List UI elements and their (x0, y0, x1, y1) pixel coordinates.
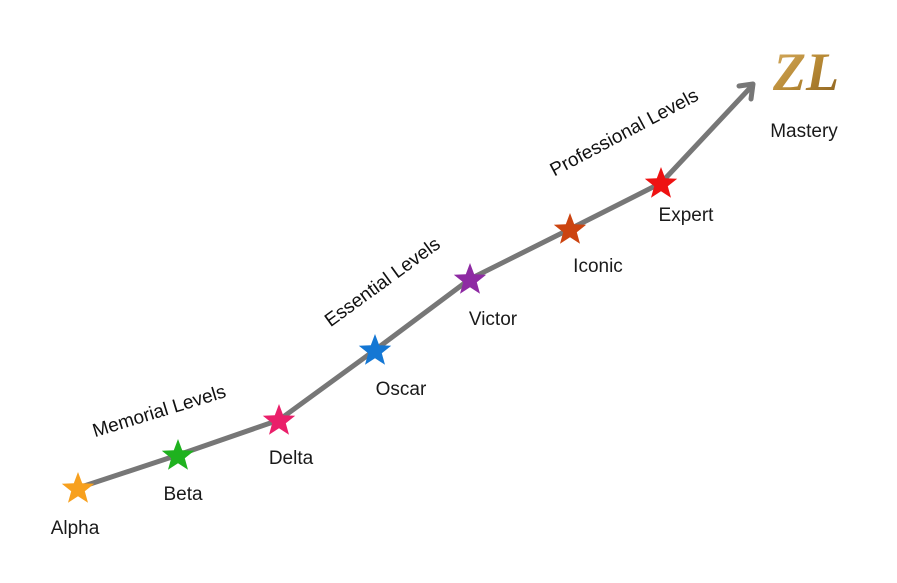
logo-text: ZL (772, 42, 839, 102)
star-icon-victor (453, 263, 487, 294)
star-icon-alpha (61, 472, 95, 503)
progression-path (75, 85, 753, 491)
star-icon-delta (262, 404, 296, 435)
level-label-alpha: Alpha (51, 518, 100, 539)
star-icon-oscar (358, 334, 392, 365)
star-icon-expert (644, 167, 678, 198)
star-icon-beta (161, 439, 195, 470)
group-label-essential: Essential Levels (321, 234, 444, 332)
arrow-head-icon (736, 81, 756, 102)
group-label-memorial: Memorial Levels (90, 381, 228, 442)
level-label-oscar: Oscar (376, 379, 427, 400)
level-label-victor: Victor (469, 309, 518, 330)
level-label-beta: Beta (163, 484, 203, 505)
zl-logo-icon: ZL (772, 42, 839, 102)
mastery-label: Mastery (770, 121, 838, 142)
level-label-iconic: Iconic (573, 256, 623, 277)
level-label-delta: Delta (269, 448, 314, 469)
level-label-expert: Expert (659, 205, 715, 226)
level-stars (61, 167, 678, 503)
star-icon-iconic (553, 213, 587, 244)
